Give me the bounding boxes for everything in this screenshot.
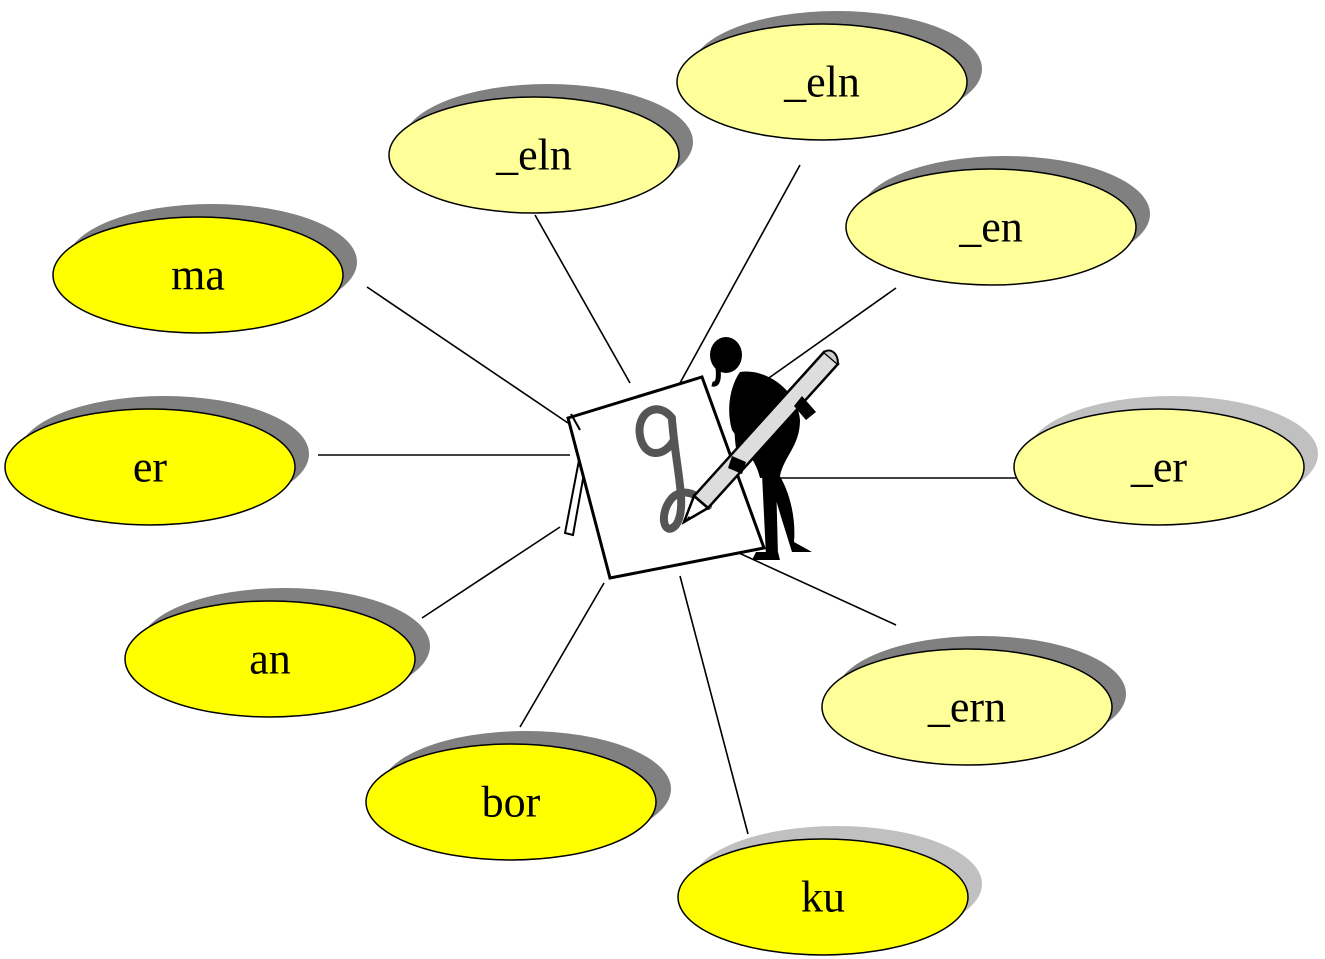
bubble-body	[677, 838, 969, 956]
connector-en	[765, 287, 897, 381]
connector-ma	[366, 286, 569, 424]
bubble-label: er	[133, 443, 168, 492]
bubble-bor: bor	[365, 731, 671, 861]
connector-lines	[318, 164, 1016, 835]
bubble-body	[821, 648, 1113, 766]
bubble-eln-left: _eln	[388, 84, 693, 214]
bubble-ku: ku	[677, 826, 982, 956]
bubble-body	[388, 96, 680, 214]
connector-eln2	[679, 164, 801, 384]
bubble-body	[4, 408, 296, 526]
bubble-en: _en	[845, 156, 1150, 286]
bubble-ern: _ern	[821, 636, 1126, 766]
easel-board	[566, 375, 767, 580]
connector-an	[421, 526, 561, 619]
bubble-label: an	[249, 635, 291, 684]
bubble-eln-top: _eln	[676, 11, 982, 141]
bubble-label: _eln	[783, 58, 860, 107]
connector-eln1	[534, 214, 631, 384]
writing-figure-icon: g	[563, 337, 840, 580]
connector-ku	[679, 575, 749, 835]
bubble-body	[52, 216, 344, 334]
cursive-g-letter: g	[635, 405, 712, 533]
bubble-label: _eln	[495, 131, 572, 180]
bubble-label: _er	[1130, 443, 1188, 492]
bubble-label: ku	[801, 873, 845, 922]
pencil-icon	[681, 349, 840, 525]
bubble-ma: ma	[52, 204, 357, 334]
bubble-body	[845, 168, 1137, 286]
bubble-label: _en	[958, 203, 1023, 252]
bubble-label: ma	[171, 251, 225, 300]
bubble-body	[676, 23, 968, 141]
bubble-er: er	[4, 396, 309, 526]
connector-bor	[519, 582, 605, 728]
connector-ern	[727, 547, 897, 626]
bubble-body	[365, 743, 657, 861]
bubble-label: bor	[482, 778, 541, 827]
bubble-label: _ern	[927, 683, 1006, 732]
bubble-body	[1013, 408, 1305, 526]
bubble-body	[124, 600, 416, 718]
bubble-an: an	[124, 588, 430, 718]
bubble-er-right: _er	[1013, 396, 1318, 526]
